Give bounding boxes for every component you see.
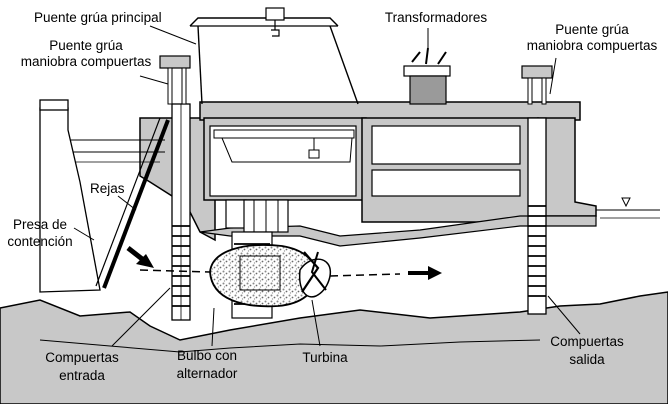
label-bridge-crane-gates-right-line2: maniobra compuertas xyxy=(527,38,658,53)
turbine xyxy=(298,251,332,298)
passage-crown xyxy=(199,215,597,247)
label-bridge-crane-main: Puente grúa principal xyxy=(34,10,162,25)
labels: Puente grúa principal Puente grúa maniob… xyxy=(7,10,657,383)
outlet-gate-rungs xyxy=(528,205,546,297)
label-dam-line2: contención xyxy=(7,234,72,249)
machine-hall-interior xyxy=(209,125,357,197)
inlet-gate-crane xyxy=(159,55,191,105)
label-dam-line1: Presa de xyxy=(13,217,67,232)
label-bridge-crane-gates-left-line1: Puente grúa xyxy=(49,38,123,53)
inlet-gates xyxy=(171,103,191,321)
outlet-wing-wall xyxy=(537,117,597,217)
transformer-block-interior xyxy=(371,125,521,197)
label-transformers: Transformadores xyxy=(385,10,488,25)
leader-lines xyxy=(73,25,581,347)
downstream-water-level-marker xyxy=(621,197,631,208)
label-bridge-crane-gates-right-line1: Puente grúa xyxy=(555,22,629,37)
retaining-dam xyxy=(39,99,101,293)
label-inlet-gates-line2: entrada xyxy=(59,368,105,383)
label-outlet-gates-line1: Compuertas xyxy=(550,334,624,349)
passage-floor xyxy=(0,291,668,404)
outlet-gate-crane xyxy=(521,65,553,105)
trash-racks xyxy=(95,117,170,289)
flow-path xyxy=(139,269,401,277)
label-bulb-line2: alternador xyxy=(177,366,238,381)
transformer xyxy=(403,47,451,105)
label-bridge-crane-gates-left-line2: maniobra compuertas xyxy=(21,54,152,69)
label-turbine: Turbina xyxy=(302,350,348,365)
label-inlet-gates-line1: Compuertas xyxy=(45,350,119,365)
label-outlet-gates-line2: salida xyxy=(569,352,605,367)
main-bridge-crane xyxy=(189,7,359,105)
label-trash-racks: Rejas xyxy=(90,181,125,196)
label-bulb-line1: Bulbo con xyxy=(177,348,237,363)
flow-arrow-outlet xyxy=(408,266,442,280)
flow-arrow-inlet xyxy=(126,246,154,268)
hall-crane-hook xyxy=(308,149,320,159)
inlet-gate-rungs xyxy=(172,225,190,307)
floor-lower-line xyxy=(39,339,541,353)
